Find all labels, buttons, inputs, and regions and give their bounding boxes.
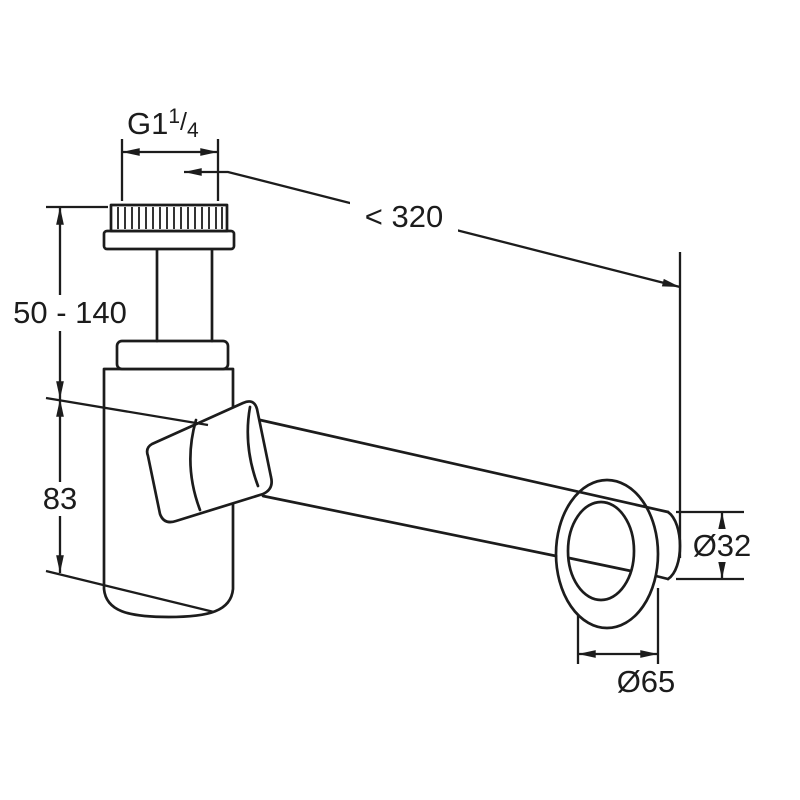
outlet-cone-nut: [145, 400, 273, 524]
height-extension-middle: [45, 396, 209, 427]
thread-label-denominator: 4: [187, 119, 199, 142]
outlet-tube-end-cap: [666, 510, 682, 581]
outlet-tube-bottom-edge-in-hole: [567, 556, 633, 573]
projection-length-label: < 320: [365, 199, 443, 234]
projection-dimension-line: [184, 168, 681, 289]
projection-label-background: [350, 201, 458, 233]
cone-nut-facet-line-right: [246, 405, 260, 488]
body-height-extension-bottom: [45, 569, 215, 614]
thread-label-numerator: 1: [168, 105, 180, 128]
thread-label-base: G1: [127, 106, 168, 141]
dimension-pipe-diameter: Ø32: [676, 510, 756, 581]
thread-label-slash: /: [180, 108, 187, 136]
inlet-flange: [102, 229, 236, 251]
height-adjustable-label: 50 - 140: [13, 295, 127, 330]
dimension-height-adjustable: 50 - 140: [8, 205, 209, 427]
cone-nut-facet-line-left: [189, 418, 202, 512]
thread-size-label: G11/4: [127, 105, 199, 142]
riser-collar: [115, 339, 230, 371]
body-height-label-background: [34, 482, 86, 516]
height-adjust-label-background: [8, 295, 132, 331]
body-height-label: 83: [43, 481, 77, 516]
wall-rosette-hole: [566, 500, 636, 602]
outlet-tube-bottom-edge: [261, 494, 558, 558]
pipe-diameter-label-background: [688, 529, 756, 562]
dimension-thread: G11/4: [120, 105, 220, 201]
rosette-diameter-label: Ø65: [617, 664, 676, 699]
dimension-rosette-diameter: Ø65: [576, 588, 676, 699]
dimension-projection: < 320: [184, 168, 682, 558]
outlet-tube-bottom-edge-end: [654, 574, 670, 581]
outlet-tube-top-edge: [258, 418, 670, 514]
dimension-body-height: 83: [34, 399, 215, 614]
pipe-diameter-label: Ø32: [693, 528, 752, 563]
trap-assembly: [102, 203, 682, 630]
